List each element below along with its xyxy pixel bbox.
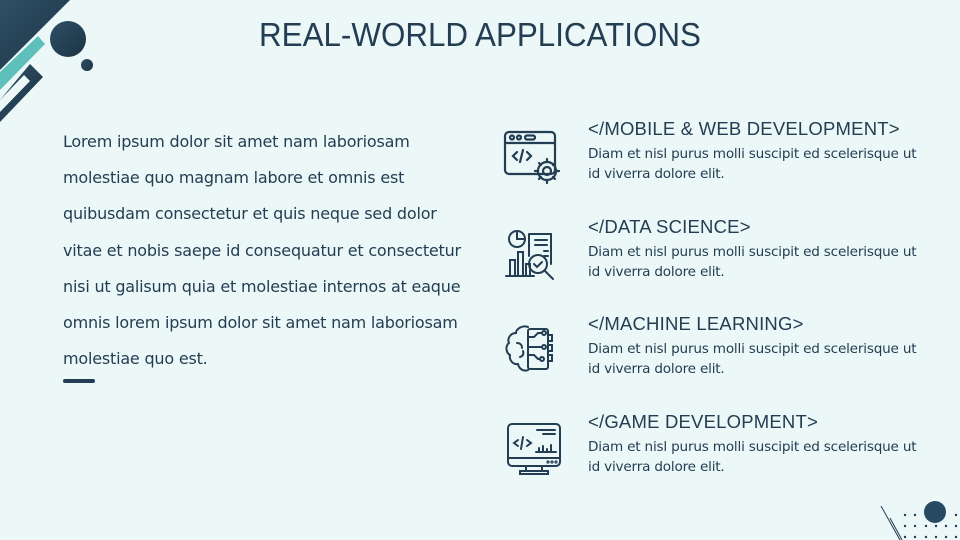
application-item-game: </GAME DEVELOPMENT> Diam et nisl purus m… xyxy=(500,411,920,491)
page-title: REAL-WORLD APPLICATIONS xyxy=(259,16,701,53)
brain-circuit-icon xyxy=(505,325,553,372)
corner-decoration-top-left xyxy=(0,0,93,122)
application-item-machine-learning: </MACHINE LEARNING> Diam et nisl purus m… xyxy=(500,313,920,393)
item-description: Diam et nisl purus molli suscipit ed sce… xyxy=(588,341,917,377)
item-title: </MACHINE LEARNING> xyxy=(588,313,804,334)
item-title: </MOBILE & WEB DEVELOPMENT> xyxy=(588,118,900,139)
web-code-gear-icon xyxy=(503,130,561,185)
item-title: </GAME DEVELOPMENT> xyxy=(588,411,818,432)
corner-decoration-bottom-right xyxy=(880,501,958,540)
monitor-code-icon xyxy=(507,423,561,475)
item-description: Diam et nisl purus molli suscipit ed sce… xyxy=(588,244,917,280)
item-title: </DATA SCIENCE> xyxy=(588,216,751,237)
application-item-data-science: </DATA SCIENCE> Diam et nisl purus molli… xyxy=(500,216,920,296)
intro-paragraph: Lorem ipsum dolor sit amet nam laboriosa… xyxy=(63,132,461,369)
application-item-web: </MOBILE & WEB DEVELOPMENT> Diam et nisl… xyxy=(500,118,920,198)
item-description: Diam et nisl purus molli suscipit ed sce… xyxy=(588,146,917,182)
accent-divider xyxy=(63,379,95,383)
data-analysis-icon xyxy=(505,230,554,280)
item-description: Diam et nisl purus molli suscipit ed sce… xyxy=(588,439,917,475)
